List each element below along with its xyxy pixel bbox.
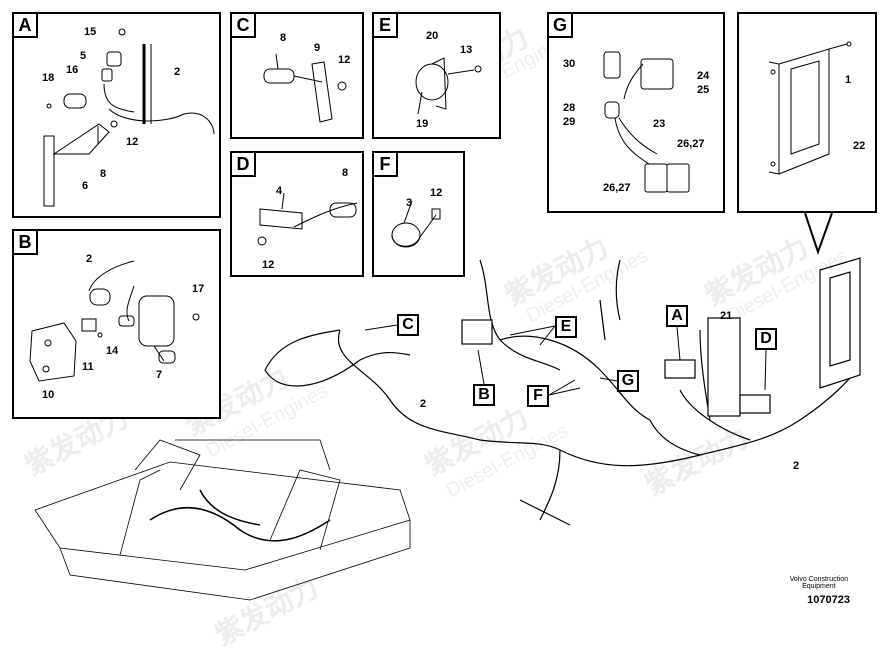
detail-box-a-label: A xyxy=(14,14,38,38)
bracket-label: 21 xyxy=(720,310,733,322)
detail-g-drawing xyxy=(603,51,690,193)
detail-box-g: G 30 24 25 28 29 23 26,27 26,27 xyxy=(547,12,725,213)
part-number: 15 xyxy=(84,26,97,38)
part-number: 10 xyxy=(42,389,55,401)
detail-box-a: A 15 5 2 18 16 12 8 6 xyxy=(12,12,221,218)
callout-d[interactable]: D xyxy=(755,328,777,350)
part-number: 9 xyxy=(314,42,321,54)
part-number: 30 xyxy=(563,58,576,70)
part-number: 2 xyxy=(86,253,93,265)
callout-a[interactable]: A xyxy=(666,305,688,327)
part-number: 1 xyxy=(845,74,852,86)
detail-d-drawing xyxy=(257,192,358,246)
detail-box-d-label: D xyxy=(232,153,256,177)
part-number: 12 xyxy=(262,259,275,271)
footer-brand: Volvo Construction Equipment xyxy=(790,576,848,590)
bracket-pointer xyxy=(804,212,833,256)
detail-box-f-label: F xyxy=(374,153,398,177)
part-number: 22 xyxy=(853,140,866,152)
part-number: 26,27 xyxy=(677,138,705,150)
callout-leaders xyxy=(364,324,767,396)
detail-e-drawing xyxy=(415,57,482,115)
detail-box-c-label: C xyxy=(232,14,256,38)
callout-f[interactable]: F xyxy=(527,385,549,407)
part-number: 26,27 xyxy=(603,182,631,194)
detail-box-e-label: E xyxy=(374,14,398,38)
part-number: 2 xyxy=(174,66,181,78)
footer-brand-sub: Equipment xyxy=(802,583,836,590)
part-number: 24 xyxy=(697,70,710,82)
detail-box-b: B 2 17 11 14 10 7 xyxy=(12,229,221,419)
detail-box-f: F 12 3 xyxy=(372,151,465,277)
part-number: 25 xyxy=(697,84,710,96)
callout-c[interactable]: C xyxy=(397,314,419,336)
detail-bracket-drawing xyxy=(768,41,852,175)
document-number: 1070723 xyxy=(807,594,850,606)
detail-box-d: D 8 4 12 xyxy=(230,151,364,277)
part-number: 7 xyxy=(156,369,163,381)
detail-box-e: E 20 13 19 xyxy=(372,12,501,139)
harness-label-left: 2 xyxy=(420,398,427,410)
part-number: 11 xyxy=(82,361,94,373)
callout-b[interactable]: B xyxy=(473,384,495,406)
detail-box-g-label: G xyxy=(549,14,573,38)
harness-label-right: 2 xyxy=(793,460,800,472)
part-number: 28 xyxy=(563,102,576,114)
part-number: 29 xyxy=(563,116,576,128)
footer-brand-name: Volvo Construction xyxy=(789,576,848,583)
detail-box-c: C 8 9 12 xyxy=(230,12,364,139)
detail-box-b-label: B xyxy=(14,231,38,255)
part-number: 17 xyxy=(192,283,205,295)
main-harness-drawing xyxy=(34,257,861,601)
part-number: 14 xyxy=(106,345,119,357)
detail-box-bracket: 1 22 xyxy=(737,12,877,213)
part-number: 5 xyxy=(80,50,87,62)
part-number: 19 xyxy=(416,118,429,130)
detail-f-drawing xyxy=(391,200,441,248)
part-number: 8 xyxy=(280,32,287,44)
part-number: 20 xyxy=(426,30,439,42)
part-number: 12 xyxy=(338,54,351,66)
part-number: 3 xyxy=(406,197,413,209)
part-number: 8 xyxy=(342,167,349,179)
part-number: 12 xyxy=(430,187,443,199)
part-number: 18 xyxy=(42,72,55,84)
detail-a-drawing xyxy=(43,28,215,207)
detail-b-drawing xyxy=(29,260,200,382)
part-number: 4 xyxy=(276,185,283,197)
callout-g[interactable]: G xyxy=(617,370,639,392)
part-number: 8 xyxy=(100,168,107,180)
part-number: 6 xyxy=(82,180,89,192)
part-number: 13 xyxy=(460,44,473,56)
part-number: 23 xyxy=(653,118,666,130)
part-number: 16 xyxy=(66,64,79,76)
part-number: 12 xyxy=(126,136,139,148)
callout-e[interactable]: E xyxy=(555,316,577,338)
detail-c-drawing xyxy=(263,53,347,123)
